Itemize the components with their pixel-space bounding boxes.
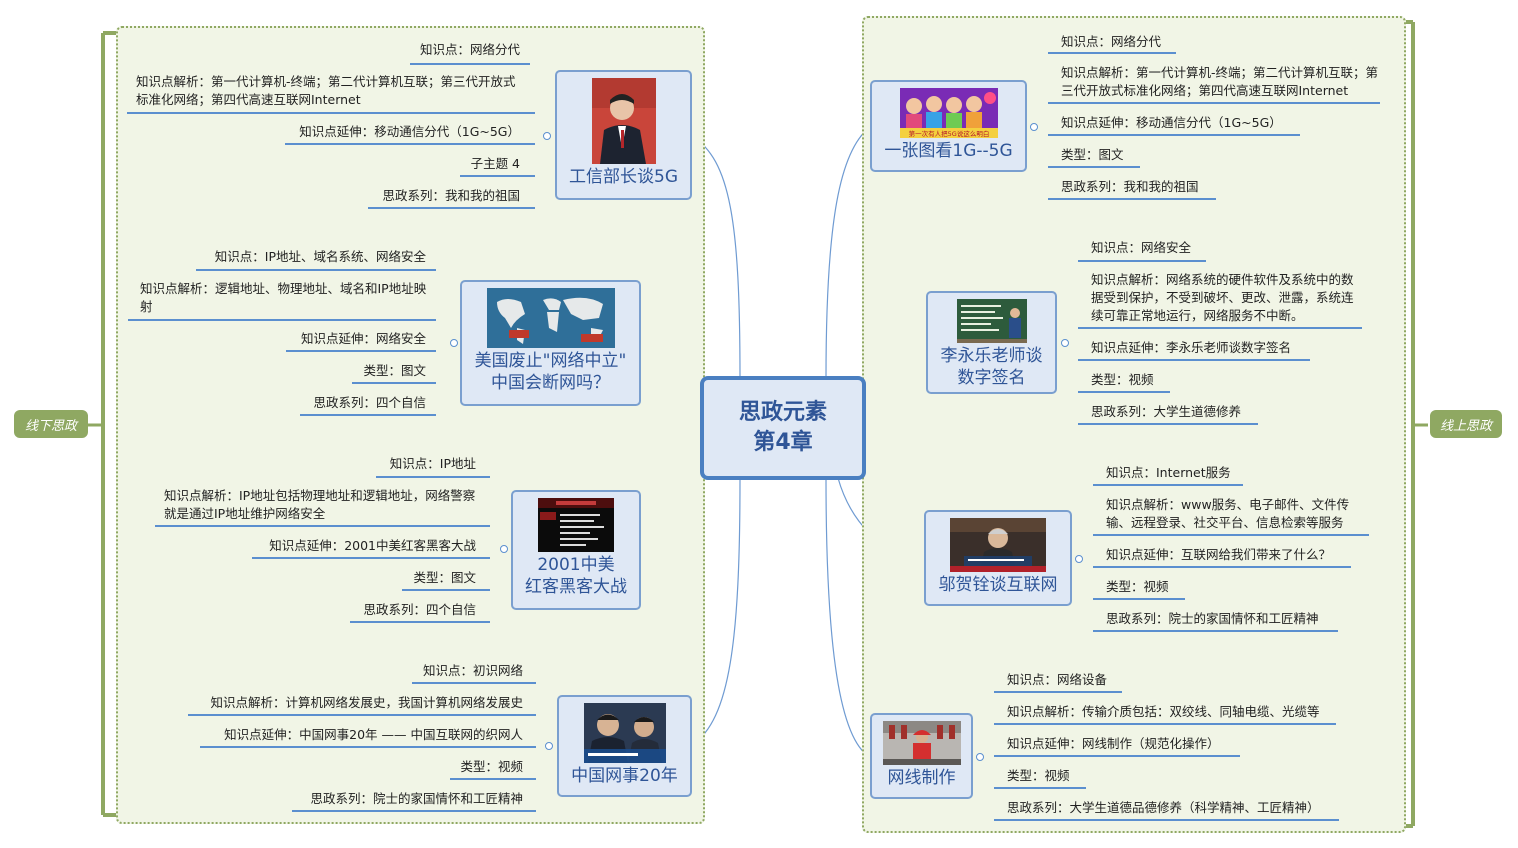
topic-minister-5g[interactable]: 工信部长谈5G	[555, 70, 692, 200]
5g-banner-thumbnail: 第一次有人把5G说这么明白	[899, 88, 998, 138]
cable-making-thumbnail	[882, 721, 961, 765]
offline-tag[interactable]: 线下思政	[14, 410, 88, 438]
topic-title-line2: 中国会断网吗？	[491, 373, 610, 393]
svg-text:第一次有人把5G说这么明白: 第一次有人把5G说这么明白	[908, 129, 989, 138]
topic-title-line1: 2001中美	[537, 555, 615, 575]
online-tag[interactable]: 线上思政	[1430, 410, 1502, 438]
collapse-toggle-icon[interactable]	[976, 753, 984, 761]
topic-title-line2: 红客黑客大战	[525, 577, 627, 597]
leaf-type[interactable]: 类型：视频	[460, 759, 523, 774]
leaf-extension[interactable]: 知识点延伸：中国网事20年 —— 中国互联网的织网人	[224, 727, 523, 742]
leaf-series[interactable]: 思政系列：院士的家国情怀和工匠精神	[1106, 611, 1319, 626]
leaf-knowledge-point[interactable]: 知识点：初识网络	[422, 663, 523, 678]
leaf-series[interactable]: 思政系列：大学生道德修养	[1091, 404, 1242, 419]
topic-digital-signature[interactable]: 李永乐老师谈 数字签名	[926, 291, 1057, 394]
topic-wu-hequan-internet[interactable]: 邬贺铨谈互联网	[924, 510, 1072, 606]
leaf-analysis[interactable]: 知识点解析：网络系统的硬件软件及系统中的数据受到保护，不受到破坏、更改、泄露，系…	[1091, 272, 1354, 323]
leaf-extension[interactable]: 知识点延伸：网络安全	[300, 331, 426, 346]
leaf-series[interactable]: 思政系列：大学生道德品德修养（科学精神、工匠精神）	[1007, 800, 1320, 815]
topic-1g-5g-infographic[interactable]: 第一次有人把5G说这么明白 一张图看1G--5G	[870, 80, 1027, 172]
leaf-analysis[interactable]: 知识点解析：第一代计算机-终端；第二代计算机互联；第三代开放式标准化网络；第四代…	[1061, 65, 1379, 98]
leaf-analysis[interactable]: 知识点解析：IP地址包括物理地址和逻辑地址，网络警察就是通过IP地址维护网络安全	[164, 488, 476, 521]
hacker-page-thumbnail	[538, 498, 614, 552]
leaf-extension[interactable]: 知识点延伸：互联网给我们带来了什么？	[1106, 547, 1332, 562]
leaf-series[interactable]: 思政系列：我和我的祖国	[382, 188, 520, 203]
blackboard-thumbnail	[956, 299, 1027, 343]
leaf-type[interactable]: 类型：视频	[1007, 768, 1070, 783]
leaf-type[interactable]: 类型：图文	[363, 363, 426, 378]
lecture-thumbnail	[950, 518, 1046, 572]
topic-title-line2: 数字签名	[957, 368, 1026, 388]
leaf-analysis[interactable]: 知识点解析：第一代计算机-终端；第二代计算机互联；第三代开放式标准化网络；第四代…	[136, 74, 516, 107]
leaf-extension[interactable]: 知识点延伸：网线制作（规范化操作）	[1007, 736, 1220, 751]
leaf-extension[interactable]: 知识点延伸：2001中美红客黑客大战	[269, 538, 476, 553]
leaf-extension[interactable]: 知识点延伸：移动通信分代（1G~5G）	[299, 124, 520, 139]
leaf-knowledge-point[interactable]: 知识点：网络设备	[1007, 672, 1108, 687]
central-topic[interactable]: 思政元素 第4章	[700, 376, 866, 480]
topic-title-line1: 李永乐老师谈	[940, 346, 1043, 366]
collapse-toggle-icon[interactable]	[450, 339, 458, 347]
leaf-analysis[interactable]: 知识点解析：计算机网络发展史，我国计算机网络发展史	[210, 695, 523, 710]
world-map-thumbnail	[486, 288, 615, 348]
leaf-knowledge-point[interactable]: 知识点：IP地址	[389, 456, 476, 471]
leaf-analysis[interactable]: 知识点解析：逻辑地址、物理地址、域名和IP地址映射	[140, 281, 427, 314]
leaf-series[interactable]: 思政系列：我和我的祖国	[1061, 179, 1199, 194]
topic-title: 网线制作	[887, 768, 956, 788]
collapse-toggle-icon[interactable]	[1030, 123, 1038, 131]
topic-network-cable[interactable]: 网线制作	[870, 713, 973, 799]
central-topic-line1: 思政元素	[738, 400, 827, 425]
topic-title: 中国网事20年	[571, 766, 678, 786]
topic-hacker-war[interactable]: 2001中美 红客黑客大战	[511, 490, 641, 610]
leaf-type[interactable]: 类型：图文	[1061, 147, 1124, 162]
leaf-knowledge-point[interactable]: 知识点：网络安全	[1091, 240, 1192, 255]
leaf-knowledge-point[interactable]: 知识点：网络分代	[419, 42, 520, 57]
leaf-type[interactable]: 类型：视频	[1091, 372, 1154, 387]
leaf-knowledge-point[interactable]: 知识点：网络分代	[1061, 34, 1162, 49]
central-topic-line2: 第4章	[753, 430, 813, 455]
leaf-series[interactable]: 思政系列：院士的家国情怀和工匠精神	[310, 791, 523, 806]
collapse-toggle-icon[interactable]	[545, 742, 553, 750]
topic-title: 工信部长谈5G	[569, 167, 678, 187]
leaf-analysis[interactable]: 知识点解析：www服务、电子邮件、文件传输、远程登录、社交平台、信息检索等服务	[1106, 497, 1350, 530]
leaf-series[interactable]: 思政系列：四个自信	[313, 395, 426, 410]
collapse-toggle-icon[interactable]	[1061, 339, 1069, 347]
leaf-extension[interactable]: 知识点延伸：李永乐老师谈数字签名	[1091, 340, 1292, 355]
leaf-series[interactable]: 思政系列：四个自信	[363, 602, 476, 617]
minister-thumbnail	[591, 78, 656, 164]
leaf-type[interactable]: 类型：图文	[413, 570, 476, 585]
topic-title-line1: 美国废止"网络中立"	[474, 351, 627, 371]
topic-title: 一张图看1G--5G	[884, 141, 1013, 161]
leaf-knowledge-point[interactable]: 知识点：IP地址、域名系统、网络安全	[214, 249, 426, 264]
collapse-toggle-icon[interactable]	[500, 545, 508, 553]
collapse-toggle-icon[interactable]	[543, 132, 551, 140]
leaf-knowledge-point[interactable]: 知识点：Internet服务	[1106, 465, 1231, 480]
leaf-subtopic[interactable]: 子主题 4	[470, 156, 520, 171]
documentary-thumbnail	[583, 703, 666, 763]
topic-net-neutrality[interactable]: 美国废止"网络中立" 中国会断网吗？	[460, 280, 641, 406]
topic-title: 邬贺铨谈互联网	[938, 575, 1058, 595]
leaf-type[interactable]: 类型：视频	[1106, 579, 1169, 594]
collapse-toggle-icon[interactable]	[1075, 555, 1083, 563]
topic-china-internet-20y[interactable]: 中国网事20年	[557, 695, 692, 797]
leaf-analysis[interactable]: 知识点解析：传输介质包括：双绞线、同轴电缆、光缆等	[1007, 704, 1320, 719]
leaf-extension[interactable]: 知识点延伸：移动通信分代（1G~5G）	[1061, 115, 1282, 130]
